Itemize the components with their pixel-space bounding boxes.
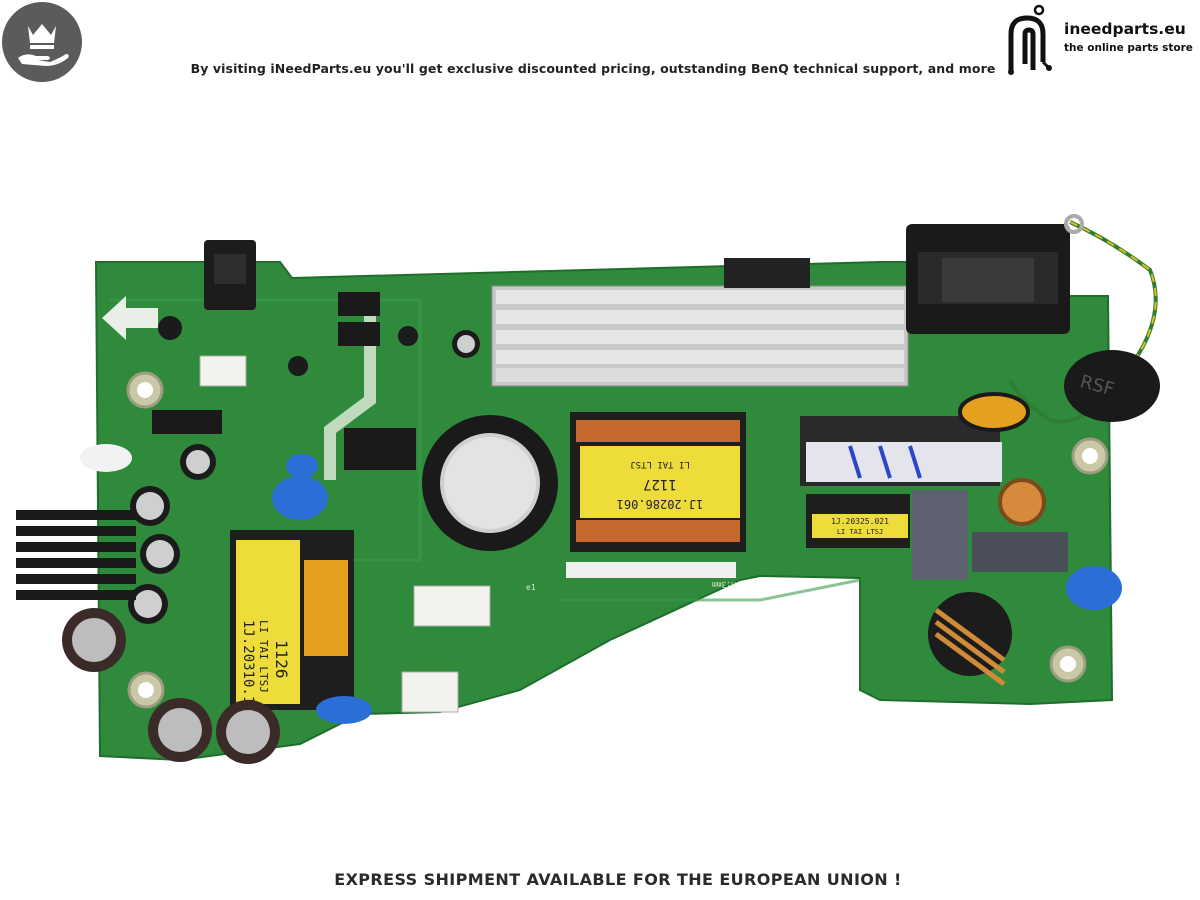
svg-text:LI TAI LTSJ: LI TAI LTSJ bbox=[837, 528, 883, 536]
svg-text:1J.20325.021: 1J.20325.021 bbox=[831, 517, 889, 526]
logo-name: ineedparts.eu bbox=[1064, 20, 1186, 38]
heatsink-top bbox=[491, 258, 909, 387]
transformer-left: 1J.20310.131 LI TAI LTSJ 1126 bbox=[230, 530, 354, 721]
svg-text:LI TAI LTSJ: LI TAI LTSJ bbox=[630, 459, 690, 469]
svg-text:H:3mm: H:3mm bbox=[712, 580, 736, 589]
header-tagline: By visiting iNeedParts.eu you'll get exc… bbox=[190, 61, 996, 76]
svg-text:LI TAI LTSJ: LI TAI LTSJ bbox=[257, 620, 270, 693]
ac-inlet: RSF bbox=[906, 214, 1160, 424]
svg-text:1J.20286.061: 1J.20286.061 bbox=[617, 497, 704, 511]
svg-text:1J.20310.131: 1J.20310.131 bbox=[240, 620, 256, 721]
svg-text:1126: 1126 bbox=[272, 640, 291, 679]
bulk-capacitor bbox=[422, 415, 558, 551]
mounting-holes bbox=[126, 371, 1109, 709]
transformer-right: 1J.20325.021 LI TAI LTSJ bbox=[800, 416, 1002, 548]
footer-shipping-note: EXPRESS SHIPMENT AVAILABLE FOR THE EUROP… bbox=[334, 870, 902, 889]
crown-hand-badge bbox=[2, 2, 82, 82]
crown-hand-icon bbox=[18, 24, 69, 66]
transformer-center: LI TAI LTSJ 1127 1J.20286.061 bbox=[570, 412, 746, 552]
logo-subtitle: the online parts store bbox=[1064, 42, 1193, 54]
plug-cable-icon bbox=[1008, 4, 1052, 75]
svg-text:e1: e1 bbox=[526, 583, 536, 592]
pin-header bbox=[16, 510, 136, 600]
electrolytic-capacitors bbox=[62, 316, 480, 764]
svg-text:1127: 1127 bbox=[643, 476, 677, 492]
ineedparts-logo[interactable]: ineedparts.eu the online parts store bbox=[1003, 4, 1193, 76]
